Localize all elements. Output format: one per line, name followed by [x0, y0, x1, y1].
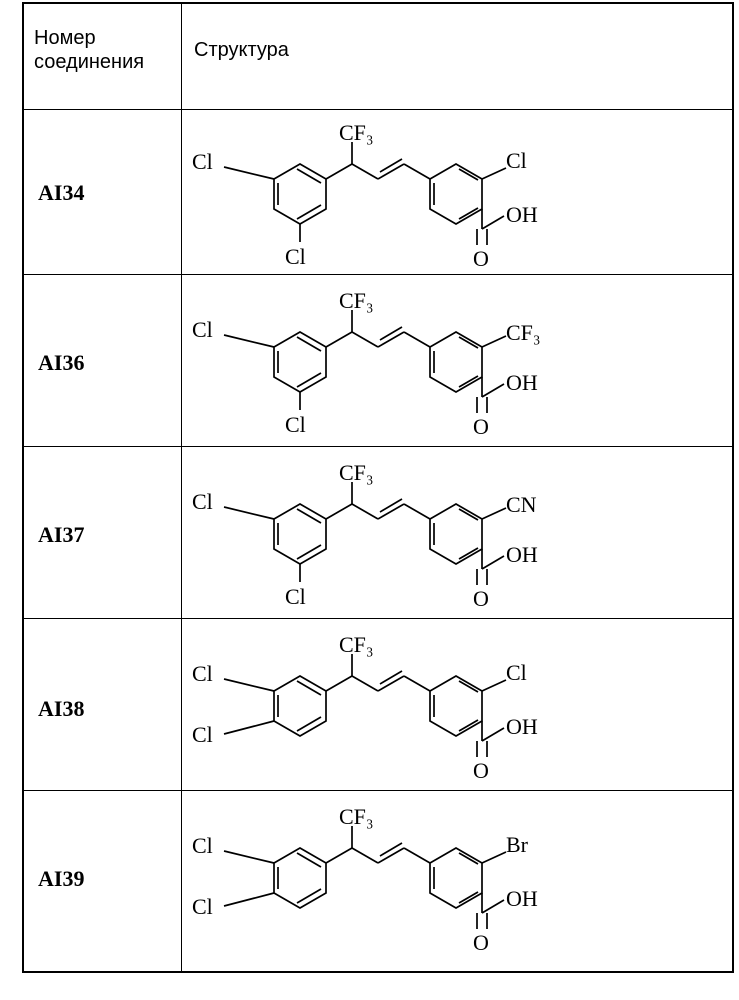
substituent-label: Cl	[506, 148, 527, 173]
hydroxyl-label: OH	[506, 202, 538, 227]
chlorine-label: Cl	[192, 833, 213, 858]
hydroxyl-label: OH	[506, 542, 538, 567]
cf3-label: CF₃	[339, 120, 374, 145]
chlorine-label: Cl	[285, 244, 306, 269]
cf3-label: CF₃	[339, 288, 374, 313]
oxygen-label: O	[473, 246, 489, 271]
structure-AI37: CF₃ Cl Cl CN OH O	[184, 452, 724, 612]
cf3-label: CF₃	[339, 632, 374, 657]
chlorine-label: Cl	[192, 149, 213, 174]
structure-AI39: CF₃ Cl Cl Br OH O	[184, 796, 724, 956]
cf3-label: CF₃	[339, 804, 374, 829]
compound-id: AI34	[38, 180, 84, 206]
substituent-label: CF₃	[506, 320, 541, 345]
header-structure: Структура	[194, 38, 289, 62]
substituent-label: Br	[506, 832, 529, 857]
hydroxyl-label: OH	[506, 370, 538, 395]
structure-AI36: CF₃ Cl Cl CF₃ OH O	[184, 280, 724, 440]
compound-table: Номер соединения Структура AI34 CF₃ Cl C…	[22, 2, 734, 973]
chlorine-label: Cl	[285, 584, 306, 609]
chlorine-label: Cl	[192, 489, 213, 514]
hydroxyl-label: OH	[506, 714, 538, 739]
chlorine-label: Cl	[192, 894, 213, 919]
compound-id: AI37	[38, 522, 84, 548]
row-divider	[24, 790, 732, 791]
oxygen-label: O	[473, 414, 489, 439]
compound-id: AI39	[38, 866, 84, 892]
oxygen-label: O	[473, 930, 489, 955]
row-divider	[24, 109, 732, 110]
column-divider	[181, 4, 182, 971]
cf3-label: CF₃	[339, 460, 374, 485]
hydroxyl-label: OH	[506, 886, 538, 911]
row-divider	[24, 446, 732, 447]
chlorine-label: Cl	[192, 317, 213, 342]
chlorine-label: Cl	[192, 722, 213, 747]
oxygen-label: O	[473, 586, 489, 611]
chlorine-label: Cl	[192, 661, 213, 686]
substituent-label: CN	[506, 492, 537, 517]
oxygen-label: O	[473, 758, 489, 783]
header-compound-number: Номер соединения	[34, 26, 174, 74]
compound-id: AI36	[38, 350, 84, 376]
chlorine-label: Cl	[285, 412, 306, 437]
compound-id: AI38	[38, 696, 84, 722]
row-divider	[24, 618, 732, 619]
structure-AI38: CF₃ Cl Cl Cl OH O	[184, 624, 724, 784]
substituent-label: Cl	[506, 660, 527, 685]
row-divider	[24, 274, 732, 275]
structure-AI34: CF₃ Cl Cl Cl OH O	[184, 112, 724, 272]
